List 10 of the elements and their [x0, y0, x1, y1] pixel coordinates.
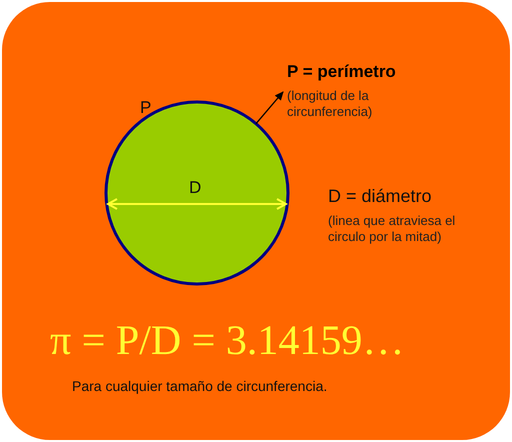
circle: [104, 100, 290, 286]
description-text: (longitud de la circunferencia): [287, 88, 374, 120]
label-text: D = diámetro: [328, 186, 433, 208]
description-text: (linea que atraviesa el circulo por la mitad): [328, 213, 456, 246]
letter-label: D: [189, 178, 202, 198]
note-text: Para cualquier tamaño de circunferencia.: [72, 378, 328, 395]
arrow: [256, 91, 284, 124]
heading-text: P = perímetro: [287, 62, 397, 82]
formula-text: π = P/D = 3.14159…: [50, 317, 406, 366]
letter-label: P: [140, 98, 152, 118]
